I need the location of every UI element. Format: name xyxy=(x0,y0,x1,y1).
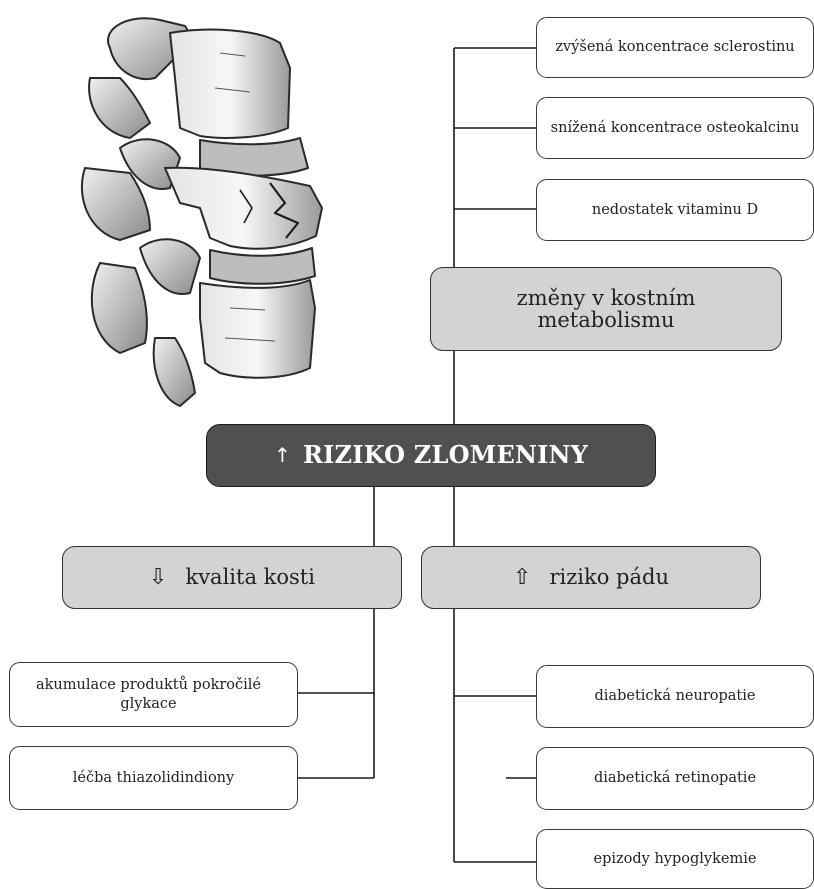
fall-risk-item-hypoglycemia-label: epizody hypoglykemie xyxy=(594,850,757,869)
fall-risk-item-retinopathy: diabetická retinopatie xyxy=(536,747,814,810)
fall-risk-node: ⇧ riziko pádu xyxy=(421,546,761,609)
arrow-up-outline-icon: ⇧ xyxy=(513,566,531,589)
fall-risk-item-neuropathy: diabetická neuropatie xyxy=(536,665,814,728)
vertebral-fracture-spine-icon xyxy=(60,8,340,418)
bone-quality-item-thiazolidinediones: léčba thiazolidindiony xyxy=(9,746,298,810)
bone-quality-item-glycation: akumulace produktů pokročilé glykace xyxy=(9,662,298,727)
fracture-risk-node: ↑ RIZIKO ZLOMENINY xyxy=(206,424,656,487)
metabolism-item-vitamin-d-label: nedostatek vitaminu D xyxy=(592,201,758,220)
fall-risk-item-hypoglycemia: epizody hypoglykemie xyxy=(536,829,814,889)
metabolism-item-vitamin-d: nedostatek vitaminu D xyxy=(536,179,814,241)
bone-quality-label: kvalita kosti xyxy=(185,566,314,588)
arrow-down-icon: ⇩ xyxy=(149,566,167,589)
metabolism-item-sclerostin-label: zvýšená koncentrace sclerostinu xyxy=(555,38,794,57)
metabolism-item-osteocalcin-label: snížená koncentrace osteokalcinu xyxy=(551,119,800,138)
fall-risk-item-neuropathy-label: diabetická neuropatie xyxy=(595,687,756,706)
fall-risk-label: riziko pádu xyxy=(549,566,669,588)
bone-quality-item-glycation-label: akumulace produktů pokročilé glykace xyxy=(30,676,267,713)
metabolism-item-sclerostin: zvýšená koncentrace sclerostinu xyxy=(536,17,814,78)
bone-quality-node: ⇩ kvalita kosti xyxy=(62,546,402,609)
bone-quality-item-thiazolidinediones-label: léčba thiazolidindiony xyxy=(73,769,234,788)
metabolism-changes-node: změny v kostním metabolismu xyxy=(430,267,782,351)
fracture-risk-label: RIZIKO ZLOMENINY xyxy=(303,440,588,471)
metabolism-changes-label: změny v kostním metabolismu xyxy=(491,287,721,331)
arrow-up-icon: ↑ xyxy=(274,443,291,469)
metabolism-item-osteocalcin: snížená koncentrace osteokalcinu xyxy=(536,97,814,159)
fall-risk-item-retinopathy-label: diabetická retinopatie xyxy=(594,769,756,788)
